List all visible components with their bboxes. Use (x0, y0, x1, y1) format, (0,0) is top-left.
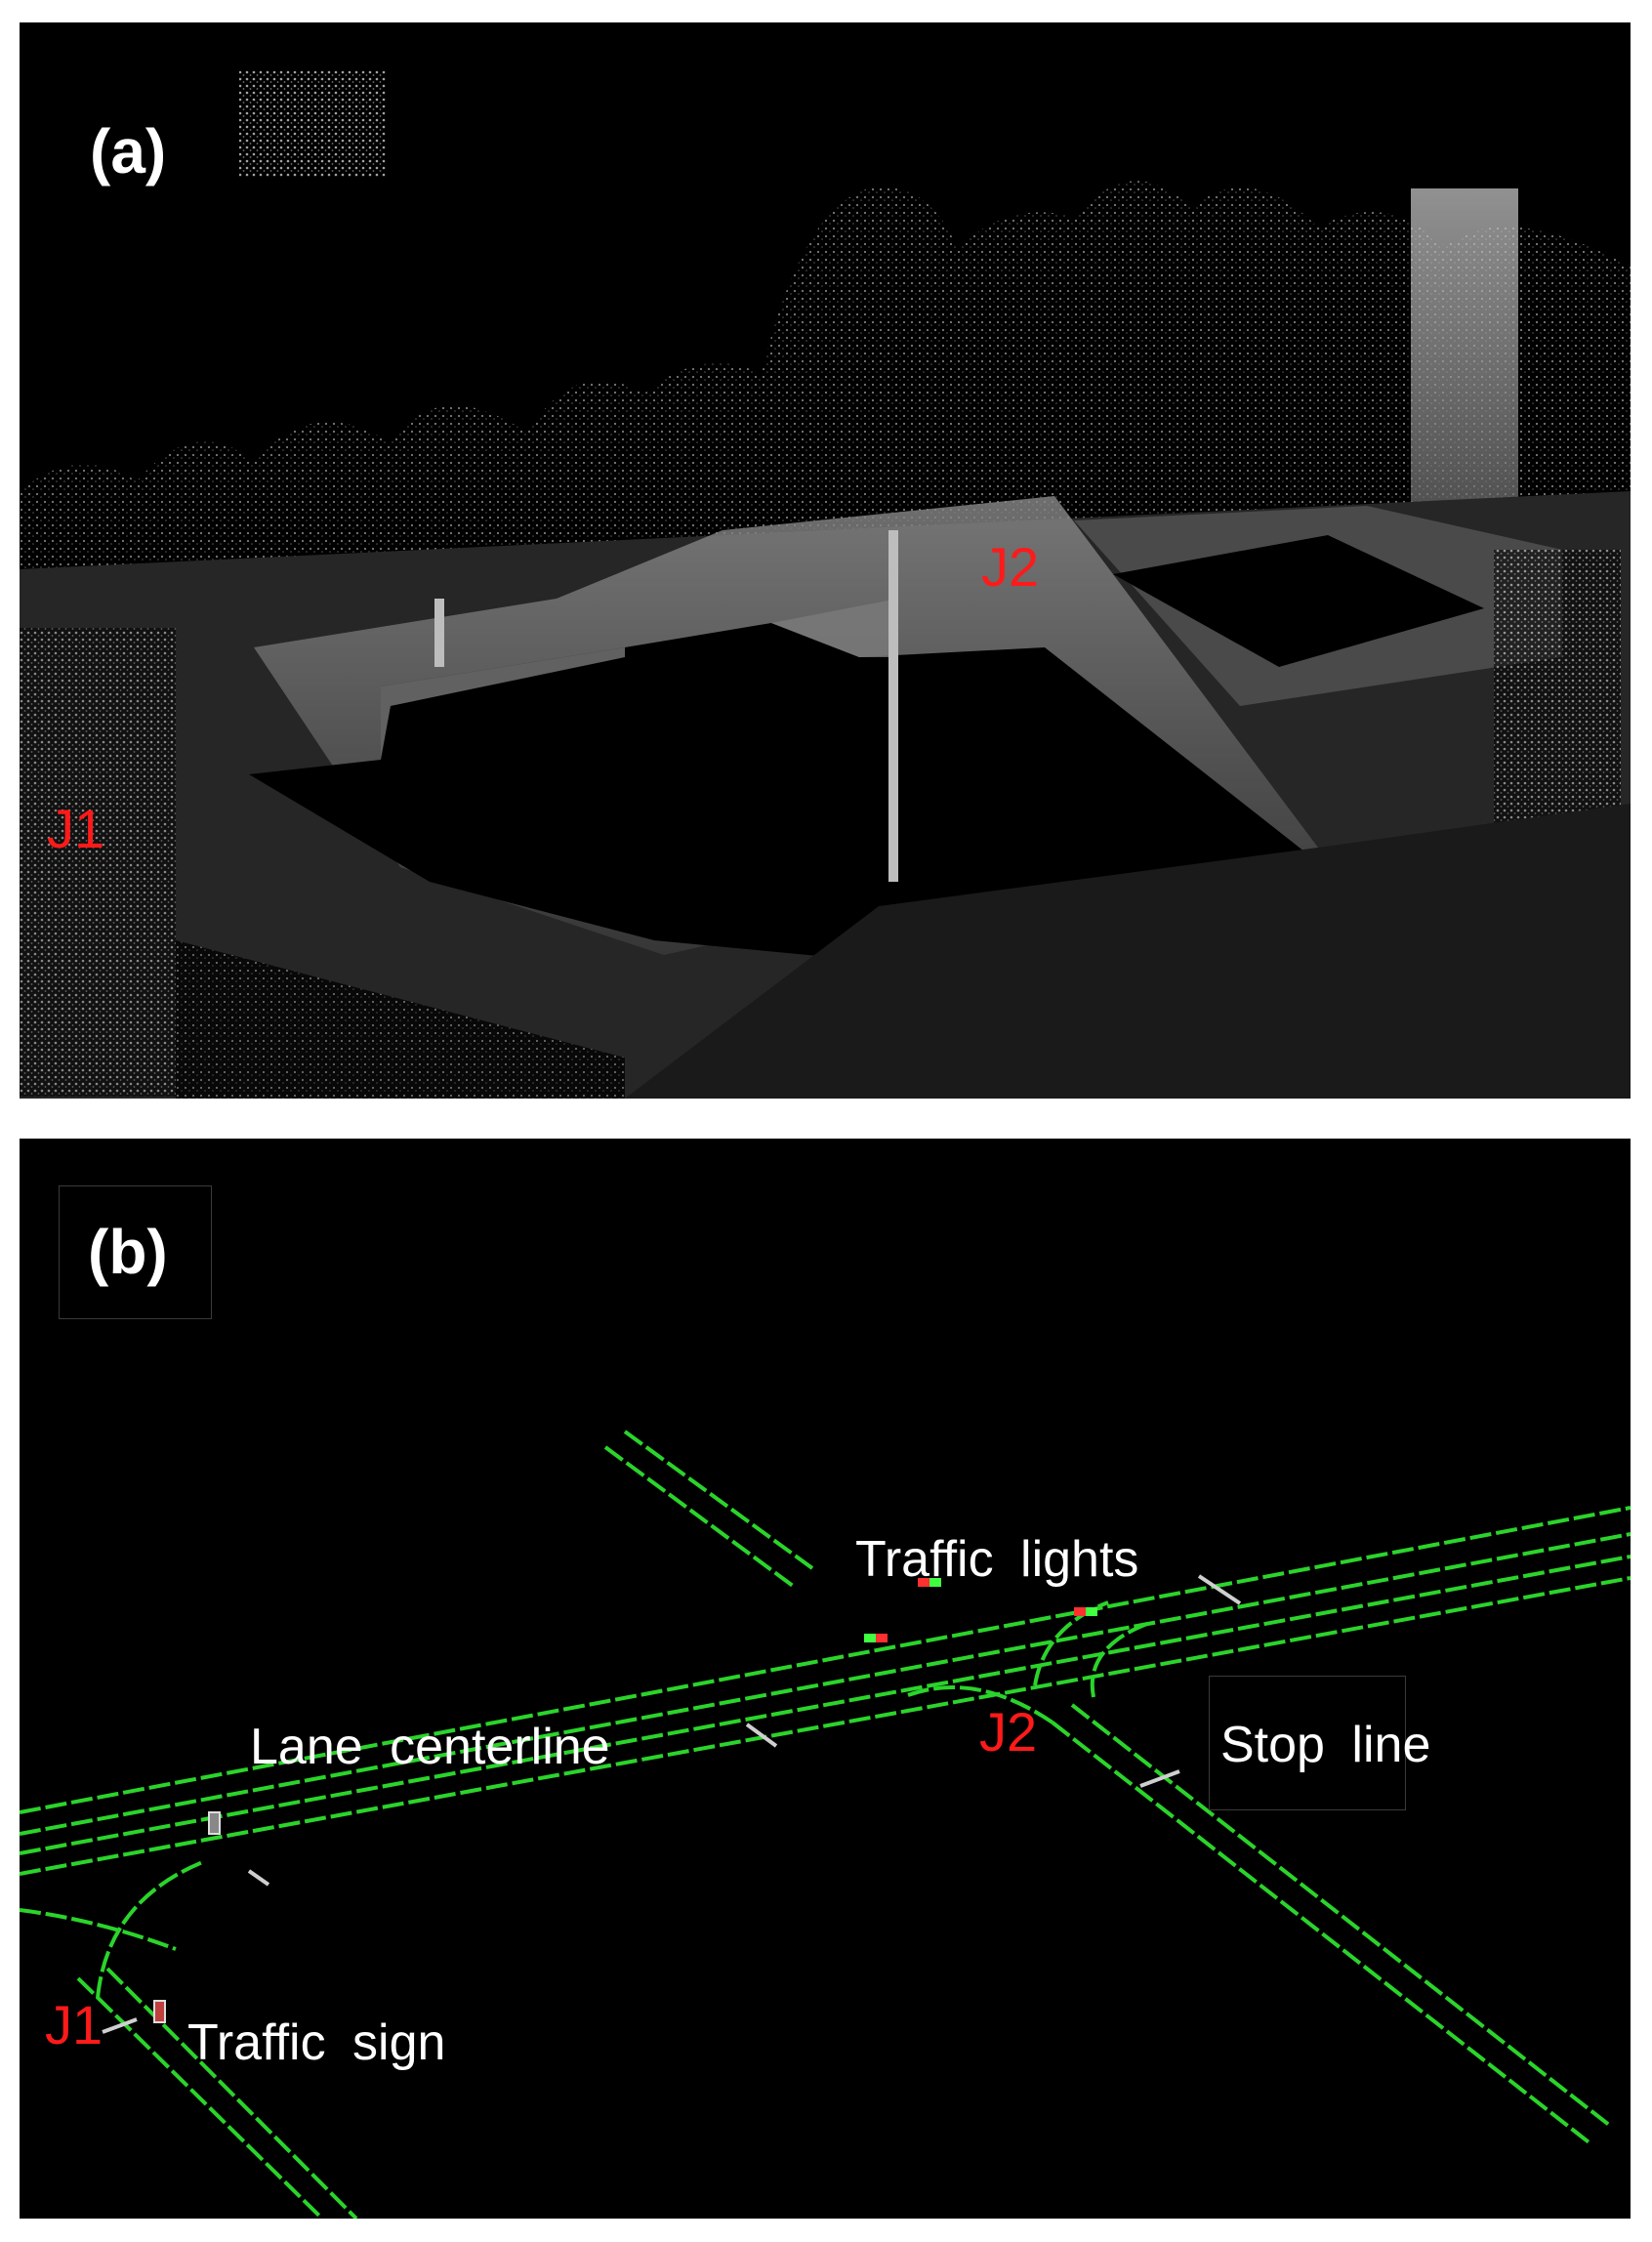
hd-map-scene (20, 1139, 1631, 2219)
j1-turn-1 (20, 1908, 177, 1951)
traffic-sign-label: Traffic sign (187, 2014, 446, 2071)
lower-left-road-lane-1 (105, 1967, 358, 2219)
junction-1-label: J1 (45, 1994, 103, 2055)
traffic-light-marker (1074, 1607, 1097, 1616)
right-building (1074, 506, 1621, 843)
upper-road-lane-2 (603, 1445, 795, 1588)
j1-turn-2 (96, 1859, 206, 1999)
main-road-lane-3 (20, 1555, 1631, 1855)
traffic-sign-marker (208, 1811, 221, 1835)
lower-ground (625, 804, 1631, 1099)
main-road-lane-2 (20, 1532, 1631, 1836)
tall-tower (1411, 188, 1518, 540)
light-poles (434, 530, 898, 882)
traffic-lights-label: Traffic lights (855, 1531, 1139, 1588)
tree-line (20, 181, 1631, 570)
point-cloud-scene (20, 22, 1631, 1099)
j2-turn-2 (1033, 1600, 1109, 1686)
upper-road-lane-1 (623, 1430, 814, 1570)
junction-1-label: J1 (47, 798, 105, 859)
stop-line-label: Stop line (1220, 1717, 1431, 1773)
point-cloud-panel: (a) J1 J2 (20, 22, 1631, 1099)
stop-line-label-frame (1209, 1676, 1406, 1810)
junction-2-label: J2 (979, 1701, 1038, 1763)
traffic-sign-markers (153, 1811, 221, 2023)
stop-lines (102, 1574, 1242, 2034)
traffic-sign-marker (153, 2000, 166, 2023)
panel-a-label: (a) (90, 116, 167, 187)
j2-turn-1 (907, 1685, 1054, 1724)
central-building (249, 496, 1318, 960)
lower-left-road-lane-2 (76, 1976, 324, 2219)
distant-building (239, 69, 386, 177)
main-road-lane-4 (20, 1576, 1631, 1876)
lower-road-lane-2 (1051, 1721, 1593, 2146)
map-background (20, 1139, 1631, 2219)
hd-map-panel: (b) Stop line Traffic lights Lane center… (20, 1139, 1631, 2219)
junction-2-label: J2 (981, 536, 1040, 598)
lane-centerlines (20, 1430, 1631, 2219)
main-road-lane-1 (20, 1506, 1631, 1814)
traffic-light-marker (864, 1634, 888, 1642)
panel-b-label: (b) (88, 1217, 168, 1287)
lane-centerline-label: Lane centerline (250, 1719, 610, 1775)
traffic-light-marker (918, 1578, 941, 1587)
left-building (20, 628, 625, 1099)
j2-turn-3 (1090, 1620, 1153, 1698)
panel-b-label-frame (59, 1185, 212, 1319)
traffic-light-markers (864, 1578, 1097, 1642)
lower-road-lane-1 (1070, 1703, 1611, 2127)
